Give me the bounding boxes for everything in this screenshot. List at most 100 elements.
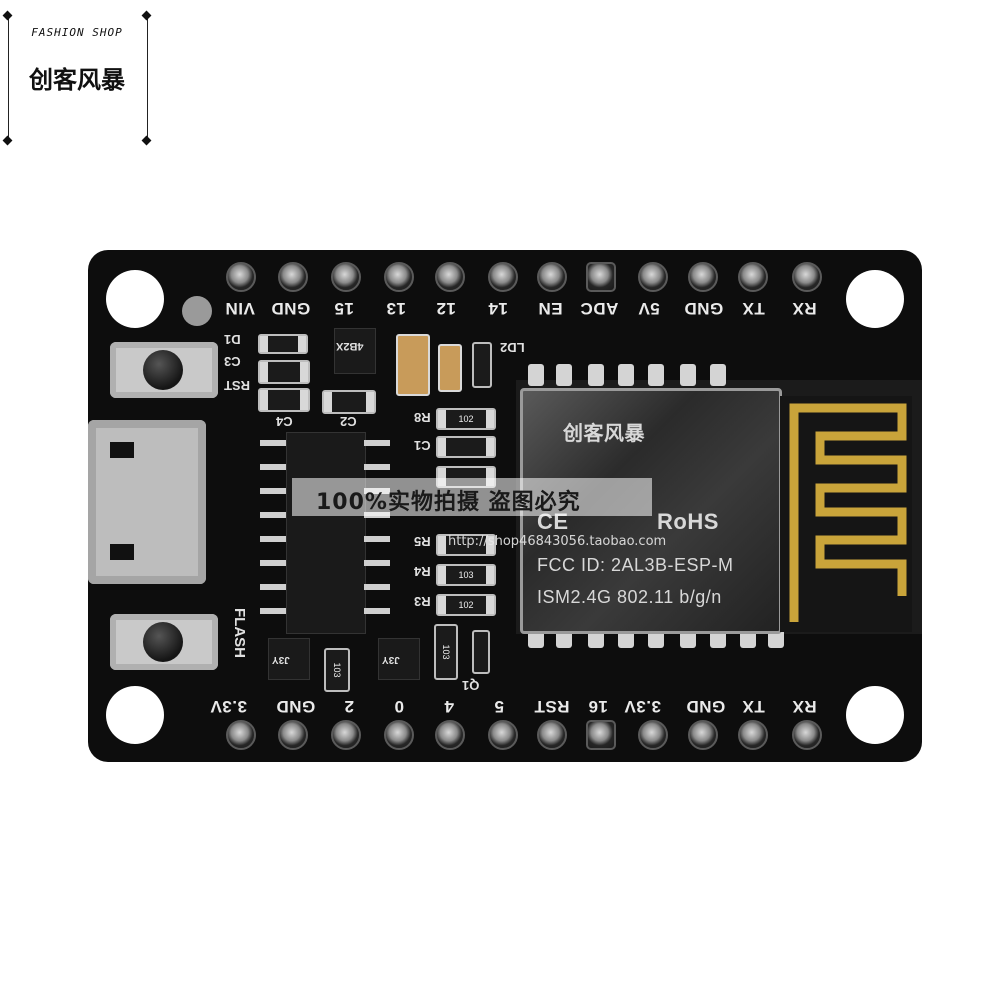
silk-c4: C4 — [276, 414, 293, 429]
chip-leg — [260, 608, 286, 614]
pin-label-bottom: RST — [534, 697, 570, 716]
silk-ld2: LD2 — [500, 340, 525, 355]
usb-uart-chip — [286, 432, 366, 634]
capacitor — [322, 390, 376, 414]
chip-leg — [364, 608, 390, 614]
chip-leg — [364, 560, 390, 566]
capacitor — [258, 388, 310, 412]
diode — [258, 334, 308, 354]
rohs-mark: RoHS — [657, 509, 719, 534]
pin-label-bottom: RX — [792, 697, 817, 716]
header-pin-top — [384, 262, 414, 292]
header-pin-top — [278, 262, 308, 292]
pin-label-bottom: GND — [686, 697, 726, 716]
silk-r3: R3 — [414, 594, 431, 609]
header-pin-bottom — [226, 720, 256, 750]
header-pin-top — [638, 262, 668, 292]
micro-usb-port[interactable] — [88, 420, 206, 584]
chip-leg — [364, 440, 390, 446]
chip-leg — [260, 536, 286, 542]
silk-r8: R8 — [414, 410, 431, 425]
watermark-box — [292, 478, 652, 516]
header-pin-bottom — [738, 720, 768, 750]
rst-button[interactable] — [110, 342, 218, 398]
castellated-pad — [648, 364, 664, 386]
pin-label-top: GND — [271, 299, 311, 318]
flash-button[interactable] — [110, 614, 218, 670]
capacitor — [258, 360, 310, 384]
usb-latch — [110, 544, 134, 560]
header-pin-top — [738, 262, 768, 292]
silk-q1: Q1 — [462, 678, 480, 693]
silk-c2: C2 — [340, 414, 357, 429]
pin-label-top: 12 — [436, 299, 456, 318]
resistor-r3: 102 — [436, 594, 496, 616]
pin-label-bottom: 0 — [394, 697, 404, 716]
chip-leg — [364, 464, 390, 470]
castellated-pad — [528, 364, 544, 386]
button-cap — [143, 350, 183, 390]
pin-label-top: 15 — [334, 299, 354, 318]
silk-c1: C1 — [414, 438, 431, 453]
led-ld2 — [472, 342, 492, 388]
header-pin-bottom — [537, 720, 567, 750]
chip-leg — [364, 536, 390, 542]
stamp-corner — [141, 135, 152, 146]
header-pin-top — [226, 262, 256, 292]
chip-leg — [260, 512, 286, 518]
tantalum-capacitor — [396, 334, 430, 396]
pin-label-top: EN — [538, 299, 563, 318]
resistor-r4: 103 — [436, 564, 496, 586]
chip-leg — [260, 488, 286, 494]
castellated-pad — [588, 364, 604, 386]
watermark-url: http://shop46843056.taobao.com — [448, 534, 667, 549]
mounting-hole — [846, 686, 904, 744]
pin-label-bottom: 16 — [588, 697, 608, 716]
resistor: 103 — [434, 624, 458, 680]
header-pin-bottom — [488, 720, 518, 750]
pin-label-bottom: 5 — [494, 697, 504, 716]
header-pin-top — [435, 262, 465, 292]
header-pin-top — [537, 262, 567, 292]
header-pin-bottom — [435, 720, 465, 750]
silk-rst: RST — [224, 378, 250, 393]
mounting-hole — [106, 686, 164, 744]
pin-label-top: RX — [792, 299, 817, 318]
usb-latch — [110, 442, 134, 458]
transistor-marking: J3Y — [272, 654, 290, 665]
watermark-text: 100%实物拍摄 盗图必究 — [316, 490, 581, 515]
pin-label-top: VIN — [225, 299, 255, 318]
resistor-r5 — [436, 534, 496, 556]
ic-marking: 4B2X — [336, 340, 364, 352]
regulator-chip — [334, 328, 376, 374]
pin-label-bottom: 3.3V — [210, 697, 247, 716]
resistor: 103 — [324, 648, 350, 692]
transistor — [378, 638, 420, 680]
silk-r5: R5 — [414, 534, 431, 549]
chip-leg — [364, 584, 390, 590]
header-pin-top — [586, 262, 616, 292]
pin-label-top: 13 — [386, 299, 406, 318]
header-pin-top — [688, 262, 718, 292]
transistor — [268, 638, 310, 680]
button-cap — [143, 622, 183, 662]
pin-label-top: 5V — [638, 299, 660, 318]
castellated-pad — [680, 364, 696, 386]
mounting-hole — [846, 270, 904, 328]
module-brand: 创客风暴 — [563, 423, 645, 445]
silk-d1: D1 — [224, 332, 241, 347]
pin-label-bottom: 2 — [344, 697, 354, 716]
pcb-antenna — [780, 396, 912, 632]
via-pad — [182, 296, 212, 326]
mounting-hole — [106, 270, 164, 328]
header-pin-top — [488, 262, 518, 292]
shop-stamp: FASHION SHOP 创客风暴 — [2, 10, 152, 146]
pin-label-bottom: 3.3V — [624, 697, 661, 716]
pin-label-top: ADC — [580, 299, 619, 318]
header-pin-bottom — [688, 720, 718, 750]
capacitor — [438, 344, 462, 392]
pin-label-top: TX — [742, 299, 765, 318]
header-pin-bottom — [638, 720, 668, 750]
pin-label-top: 14 — [488, 299, 508, 318]
header-pin-bottom — [384, 720, 414, 750]
